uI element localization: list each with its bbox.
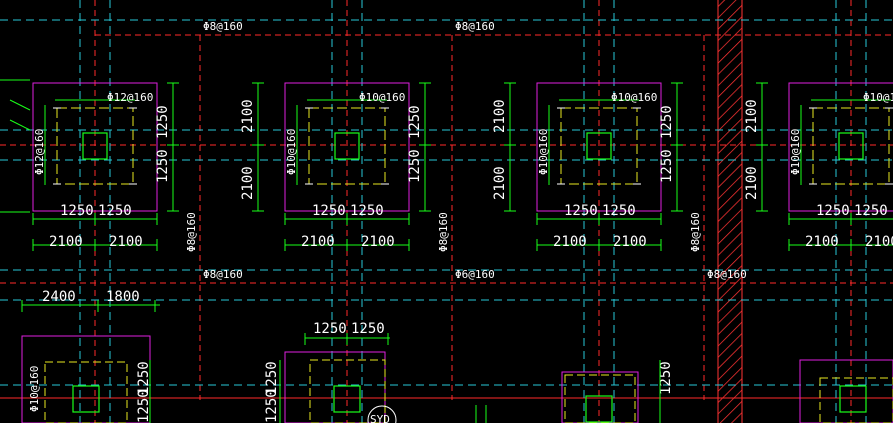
- left-edge-partial: [0, 79, 31, 213]
- mid-rebar-labels: Φ8@160 Φ6@160 Φ8@160: [203, 268, 747, 281]
- grid-bubble: [367, 405, 397, 423]
- mid-rebar-label-1: Φ8@160: [203, 268, 243, 281]
- footing-outer-dim-bottom-2: 2100: [613, 234, 647, 250]
- mid-rebar-label-2: Φ6@160: [455, 268, 495, 281]
- footing-half-dim-right-2: 1250: [155, 149, 171, 183]
- vertical-rebar-label-2: Φ8@160: [437, 212, 450, 252]
- footing-half-dim-bottom-1: 1250: [60, 203, 94, 219]
- lower-vertical-dim-2: 1250: [136, 389, 152, 423]
- footing-top-rebar: Φ10@160: [611, 91, 657, 104]
- footing-top-rebar: Φ10@160: [359, 91, 405, 104]
- footing-half-dim-bottom-1: 1250: [564, 203, 598, 219]
- footing-half-dim-bottom-2: 1250: [350, 203, 384, 219]
- vertical-rebar-label-3: Φ8@160: [689, 212, 702, 252]
- footing-half-dim-bottom-1: 1250: [816, 203, 850, 219]
- footing-outer-dim-right-2: 2100: [240, 166, 256, 200]
- footing-half-dim-bottom-1: 1250: [312, 203, 346, 219]
- lower-vertical-dim-5: 1250: [658, 361, 674, 395]
- footing-half-dim-right-2: 1250: [659, 149, 675, 183]
- footing-side-rebar: Φ10@160: [537, 129, 550, 175]
- top-rebar-labels: Φ8@160 Φ8@160: [203, 20, 495, 33]
- mid-rebar-label-3: Φ8@160: [707, 268, 747, 281]
- lower-dim-2400: 2400: [42, 289, 76, 305]
- top-rebar-label-2: Φ8@160: [455, 20, 495, 33]
- footing-half-dim-bottom-2: 1250: [98, 203, 132, 219]
- footing-outer-dim-bottom-1: 2100: [49, 234, 83, 250]
- top-rebar-label-1: Φ8@160: [203, 20, 243, 33]
- footing-outer-dim-right-2: 2100: [744, 166, 760, 200]
- lower-dimension-group: 2400 1800 1250 1250 Φ10@160 1250 1250 12…: [21, 289, 893, 423]
- footing-half-dim-right-1: 1250: [407, 105, 423, 139]
- lower-half-dim-2: 1250: [351, 321, 385, 337]
- footing-top-rebar: Φ12@160: [107, 91, 153, 104]
- footing-outer-dim-bottom-1: 2100: [805, 234, 839, 250]
- footing-side-rebar: Φ10@160: [789, 129, 802, 175]
- footing-outer-dim-right-1: 2100: [744, 99, 760, 133]
- footing-side-rebar: Φ12@160: [33, 129, 46, 175]
- footing-half-dim-bottom-2: 1250: [854, 203, 888, 219]
- footing-outer-dim-bottom-2: 2100: [361, 234, 395, 250]
- footing-outer-dim-bottom-1: 2100: [553, 234, 587, 250]
- footing-outer-dim-right-2: 2100: [492, 166, 508, 200]
- footing-outer-dim-bottom-2: 2100: [865, 234, 893, 250]
- footing-half-dim-right-1: 1250: [155, 105, 171, 139]
- lower-half-dim-1: 1250: [313, 321, 347, 337]
- footing-outer-dim-bottom-2: 2100: [109, 234, 143, 250]
- footing-half-dim-right-1: 1250: [659, 105, 675, 139]
- footing-side-rebar: Φ10@160: [285, 129, 298, 175]
- vertical-rebar-label-1: Φ8@160: [185, 212, 198, 252]
- lower-vertical-dim-1: 1250: [136, 361, 152, 395]
- footing-outer-dim-bottom-1: 2100: [301, 234, 335, 250]
- footing-outer-dim-right-1: 2100: [240, 99, 256, 133]
- footing-outer-dim-right-1: 2100: [492, 99, 508, 133]
- lower-vertical-dim-4: 1250: [264, 389, 280, 423]
- hatched-column: [718, 0, 742, 423]
- footing-half-dim-right-2: 1250: [407, 149, 423, 183]
- vertical-rebar-labels: Φ8@160 Φ8@160 Φ8@160: [185, 212, 702, 252]
- lower-dim-1800: 1800: [106, 289, 140, 305]
- footing-half-dim-bottom-2: 1250: [602, 203, 636, 219]
- grid-bubble-label: SYD: [370, 413, 390, 423]
- lower-left-rebar: Φ10@160: [28, 366, 41, 412]
- lower-vertical-dim-3: 1250: [264, 361, 280, 395]
- footing-top-rebar: Φ10@160: [863, 91, 893, 104]
